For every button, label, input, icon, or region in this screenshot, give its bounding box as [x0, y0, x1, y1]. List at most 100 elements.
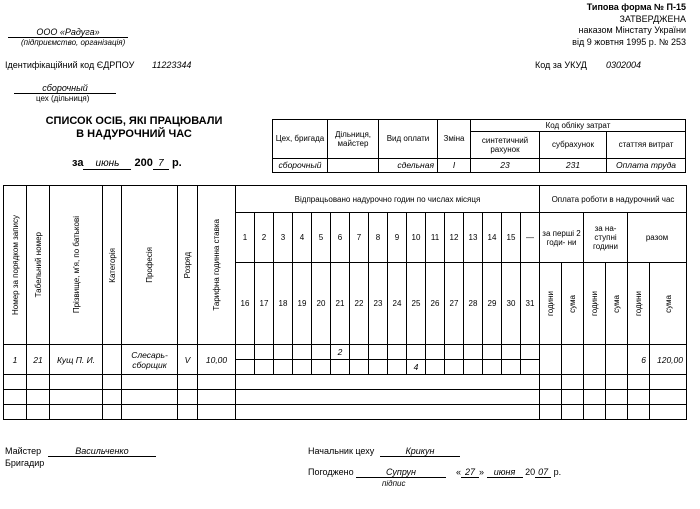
h-rate: Тарифна годинна ставка — [197, 185, 236, 345]
day-cell: 27 — [444, 262, 464, 345]
order-line1: наказом Мінстату України — [578, 25, 686, 35]
period-year-prefix: 200 — [134, 157, 153, 169]
h-grade: Розряд — [177, 185, 198, 345]
table-row: 4 — [4, 359, 687, 375]
signature-caption: підпис — [382, 479, 406, 488]
row-no: 1 — [3, 344, 27, 375]
day-cell: 2 — [254, 212, 274, 263]
v-shift: I — [437, 157, 471, 174]
day-cell: 18 — [273, 262, 293, 345]
row-profession: Слесарь-сборщик — [121, 344, 178, 375]
row-category — [102, 344, 122, 375]
day-cell: 23 — [368, 262, 388, 345]
period-year: 7 — [152, 158, 169, 170]
date-month: июня — [486, 467, 523, 478]
h-synthetic: синтетичний рахунок — [470, 131, 540, 159]
h-total: разом — [627, 212, 687, 263]
org-caption: (підприємство, організація) — [21, 38, 126, 47]
agreed-value: Супрун — [356, 467, 446, 478]
day-cell: 24 — [387, 262, 407, 345]
day-cell: 17 — [254, 262, 274, 345]
h-total-hours: години — [627, 262, 650, 345]
day-cell: 11 — [425, 212, 445, 263]
h-name: Прізвище, м'я, по батькові — [49, 185, 103, 345]
org-name: ООО «Радуга» — [8, 27, 128, 38]
h-first2: за перші 2 годи- ни — [539, 212, 584, 263]
day-cell: 3 — [273, 212, 293, 263]
day-cell: 19 — [292, 262, 312, 345]
day-cell: 7 — [349, 212, 369, 263]
day-cell: 8 — [368, 212, 388, 263]
h-next-sum: сума — [605, 262, 628, 345]
day-cell: 26 — [425, 262, 445, 345]
days-bottom-row: 16 17 18 19 20 21 22 23 24 25 26 27 28 2… — [4, 262, 687, 345]
v-team: сборочный — [272, 157, 328, 174]
h-hours: Відпрацьовано надурочно годин по числах … — [235, 185, 540, 213]
h-next: за на- ступні години — [583, 212, 628, 263]
dept-name: сборочный — [14, 83, 116, 94]
day-cell: 20 — [311, 262, 331, 345]
edrpou-value: 11223344 — [152, 60, 192, 70]
h-tab: Табельний номер — [26, 185, 50, 345]
approved-label: ЗАТВЕРДЖЕНА — [619, 14, 686, 24]
master-value: Васильченко — [48, 446, 156, 457]
day-cell: 21 — [330, 262, 350, 345]
date-year: 07 — [535, 467, 552, 478]
code-table: Цех, бригада Дільниця, майстер Вид оплат… — [272, 118, 686, 174]
ukud-value: 0302004 — [606, 60, 642, 70]
v-expense: Оплата труда — [606, 157, 686, 174]
day-cell: 30 — [501, 262, 521, 345]
row-total-sum: 120,00 — [649, 344, 687, 375]
day-cell: 14 — [482, 212, 502, 263]
day-cell: 29 — [482, 262, 502, 345]
table-row — [3, 404, 687, 420]
h-first2-sum: сума — [561, 262, 584, 345]
row-name: Кущ П. И. — [49, 344, 103, 375]
row-day6: 2 — [330, 344, 350, 360]
doc-title-line2: В НАДУРОЧНИЙ ЧАС — [76, 128, 192, 140]
h-profession: Професія — [121, 185, 178, 345]
day-cell: 4 — [292, 212, 312, 263]
dept-caption: цех (дільниця) — [36, 94, 90, 103]
period-suffix: р. — [171, 157, 182, 169]
h-accounting: Код обліку затрат — [470, 118, 686, 133]
period-prefix: за — [72, 157, 84, 169]
row-grade: V — [177, 344, 198, 375]
agreed-label: Погоджено — [308, 467, 354, 477]
h-expense: статтяя витрат — [606, 131, 686, 159]
v-subaccount: 231 — [539, 157, 607, 174]
day-cell: 22 — [349, 262, 369, 345]
day-cell: 9 — [387, 212, 407, 263]
h-first2-hours: години — [539, 262, 562, 345]
chief-label: Начальник цеху — [308, 446, 375, 456]
day-cell: 25 — [406, 262, 426, 345]
v-synthetic: 23 — [470, 157, 540, 174]
day-cell: 5 — [311, 212, 331, 263]
table-row — [3, 389, 687, 405]
period-month: июнь — [83, 158, 132, 170]
h-section: Дільниця, майстер — [327, 119, 379, 159]
day-cell: 6 — [330, 212, 350, 263]
h-category: Категорія — [102, 185, 122, 345]
chief-value: Крикун — [380, 446, 460, 457]
master-label: Майстер — [5, 446, 42, 456]
days-top-row: 1 2 3 4 5 6 7 8 9 10 11 12 13 14 15 — за… — [4, 212, 687, 263]
day-cell: 16 — [235, 262, 255, 345]
day-cell: 28 — [463, 262, 483, 345]
ukud-label: Код за УКУД — [535, 60, 587, 70]
order-line2: від 9 жовтня 1995 р. № 253 — [572, 37, 686, 47]
day-cell: 1 — [235, 212, 255, 263]
row-rate: 10,00 — [197, 344, 236, 375]
h-team: Цех, бригада — [272, 119, 328, 159]
h-shift: Зміна — [437, 119, 471, 159]
date-suffix: р. — [553, 467, 562, 477]
day-cell: — — [520, 212, 540, 263]
day-cell: 31 — [520, 262, 540, 345]
date-quote-close: » — [479, 467, 485, 477]
h-subaccount: субрахунок — [539, 131, 607, 159]
form-title: Типова форма № П-15 — [586, 2, 686, 12]
v-section — [327, 157, 379, 174]
day-cell: 12 — [444, 212, 464, 263]
